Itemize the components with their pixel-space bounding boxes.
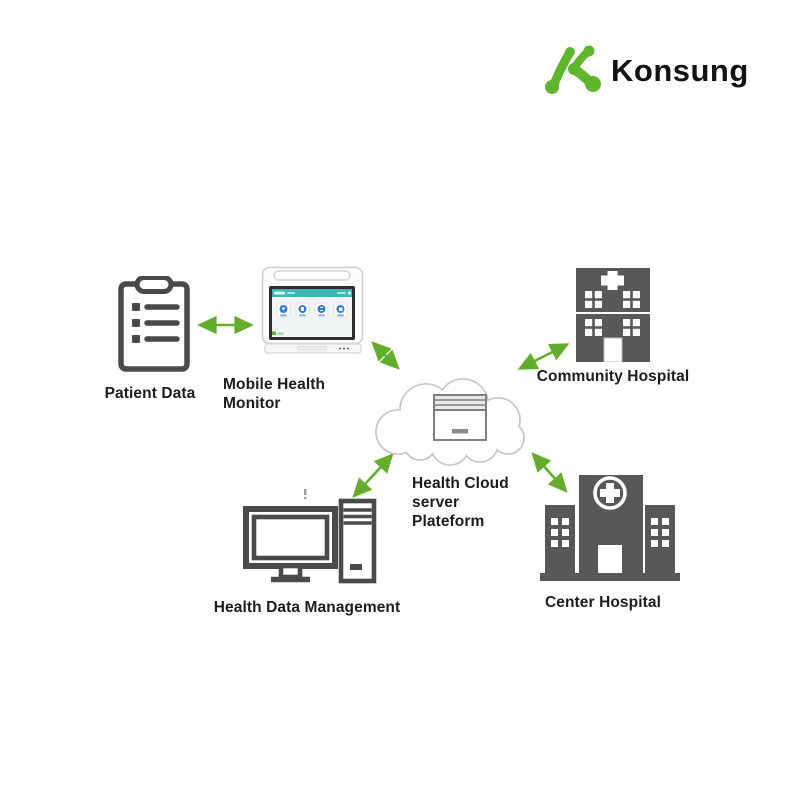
arrow-monitor-cloud [371,341,400,370]
mobile-monitor-label: Mobile Health Monitor [223,376,326,412]
monitor-app-tiles [276,302,348,318]
brand-name: Konsung [611,53,749,88]
cloud-label-line2: server [412,494,460,511]
patient-data-label: Patient Data [104,385,196,402]
arrow-cloud-centerhospital [531,452,568,493]
arrow-hdm-cloud [352,453,394,498]
lower-windows [585,319,640,336]
community-hospital-label: Community Hospital [536,368,690,385]
cloud-label-line3: Plateform [412,513,485,530]
brand-logo: Konsung [543,40,753,98]
health-cloud-label: Health Cloud server Plateform [412,474,542,531]
health-data-management-icon [243,489,377,584]
cloud-server-icon [433,394,487,441]
arrow-cloud-communityhospital [517,343,570,370]
cloud-label-line1: Health Cloud [412,475,509,492]
mobile-monitor-device [261,266,364,354]
upper-windows [585,291,640,308]
center-hospital-label: Center Hospital [544,594,662,611]
center-hospital-icon [540,475,680,581]
clipboard-icon [118,276,190,372]
wing-windows [551,518,669,547]
health-cloud-icon [375,378,525,466]
health-data-management-label: Health Data Management [213,599,401,616]
konsung-logo-icon [545,45,601,94]
community-hospital-icon [576,268,650,362]
